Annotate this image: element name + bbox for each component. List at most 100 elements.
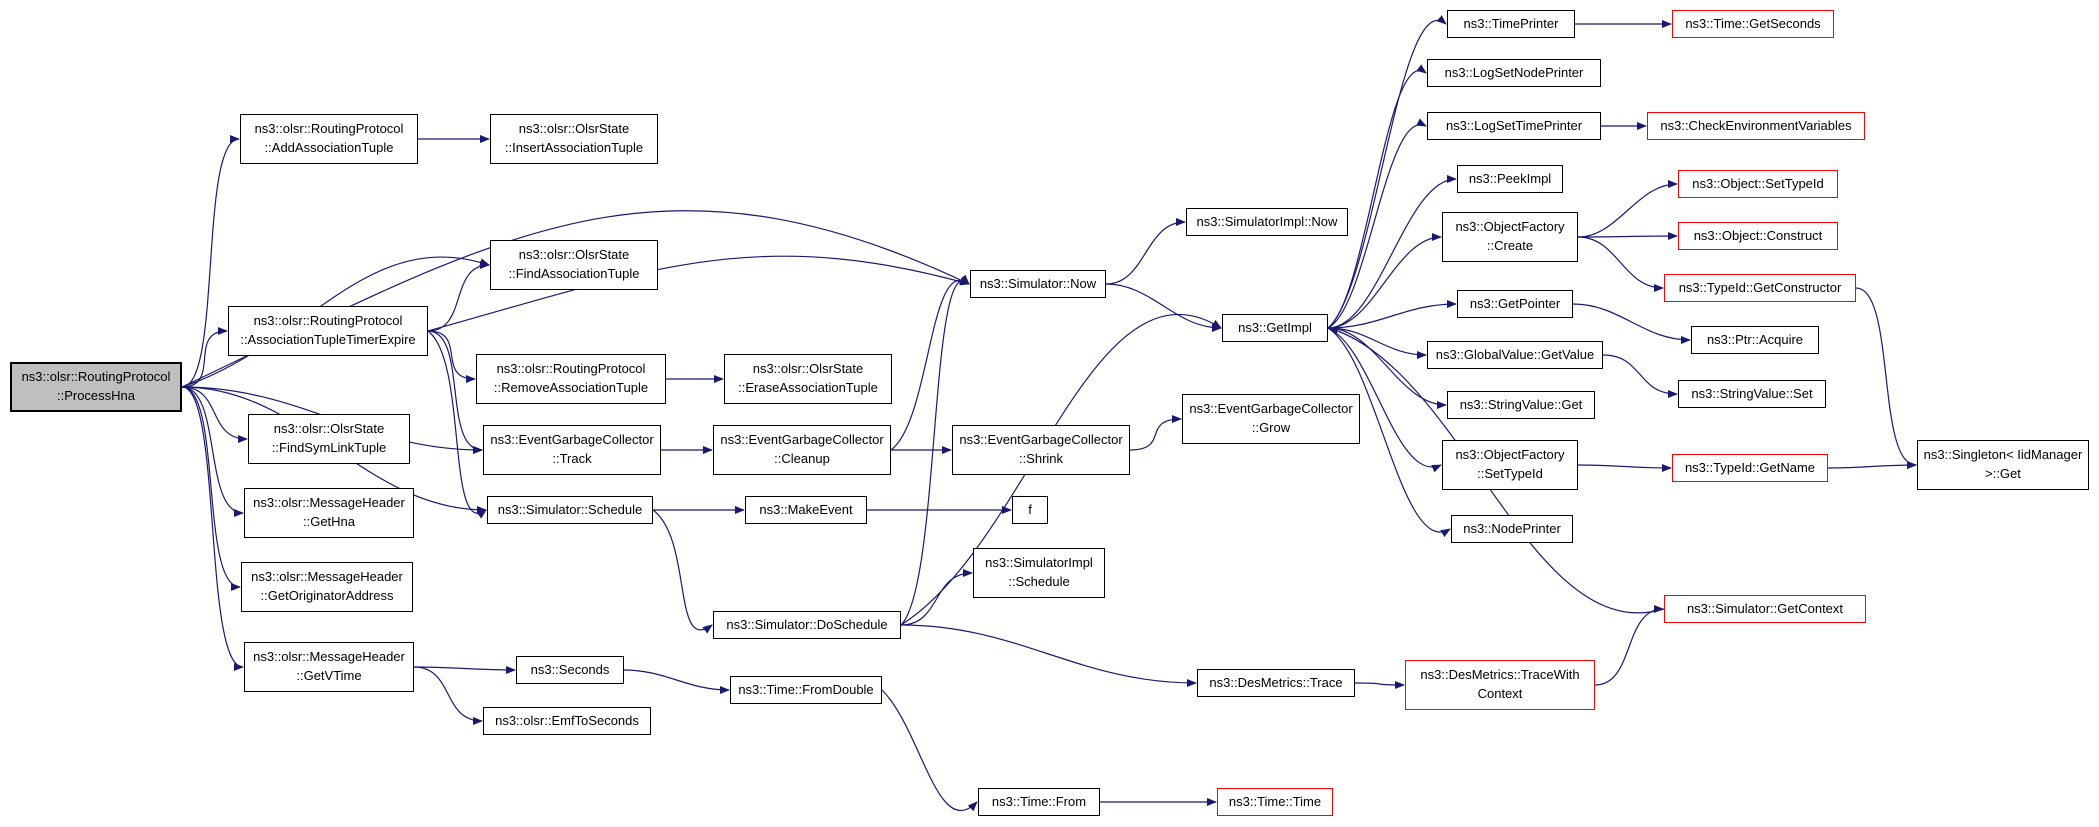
- graph-node-label: ns3::ObjectFactory: [1455, 447, 1565, 463]
- graph-node-label: ::SetTypeId: [1477, 466, 1543, 481]
- graph-node-label: ns3::Simulator::GetContext: [1686, 600, 1844, 616]
- graph-node-f[interactable]: f: [1012, 496, 1048, 524]
- graph-node-egcTrack[interactable]: ns3::EventGarbageCollector::Track: [483, 425, 661, 475]
- graph-node-label: ns3::ObjectFactory: [1455, 219, 1565, 235]
- graph-node-objectConstruct[interactable]: ns3::Object::Construct: [1678, 222, 1838, 250]
- call-edge-getImpl-to-stringValueGet: [1327, 327, 1447, 409]
- call-edge-typeIdGetConstructor-to-singletonGet: [1855, 287, 1917, 469]
- graph-node-timeGetSeconds[interactable]: ns3::Time::GetSeconds: [1672, 10, 1834, 38]
- graph-node-logSetTimePrinter[interactable]: ns3::LogSetTimePrinter: [1427, 112, 1601, 140]
- graph-node-egcShrink[interactable]: ns3::EventGarbageCollector::Shrink: [952, 425, 1130, 475]
- graph-node-getImpl[interactable]: ns3::GetImpl: [1222, 314, 1328, 342]
- graph-node-emfToSeconds[interactable]: ns3::olsr::EmfToSeconds: [483, 707, 651, 735]
- graph-node-ptrAcquire[interactable]: ns3::Ptr::Acquire: [1691, 326, 1819, 354]
- graph-node-label: ns3::olsr::MessageHeader: [253, 649, 405, 665]
- graph-node-typeIdGetName[interactable]: ns3::TypeId::GetName: [1672, 454, 1828, 482]
- graph-node-objectSetTypeId[interactable]: ns3::Object::SetTypeId: [1678, 170, 1838, 198]
- graph-node-stringValueSet[interactable]: ns3::StringValue::Set: [1678, 380, 1826, 408]
- graph-node-timeFromDouble[interactable]: ns3::Time::FromDouble: [730, 676, 882, 704]
- call-edge-processHna-to-getHna: [181, 386, 244, 517]
- graph-node-desTrace[interactable]: ns3::DesMetrics::Trace: [1197, 669, 1355, 697]
- graph-node-getVTime[interactable]: ns3::olsr::MessageHeader::GetVTime: [244, 642, 414, 692]
- graph-node-label: ns3::TimePrinter: [1463, 15, 1559, 31]
- graph-node-findAssociationTuple[interactable]: ns3::olsr::OlsrState::FindAssociationTup…: [490, 240, 658, 290]
- call-edge-doSchedule-to-simulatorImplSchedule: [900, 569, 973, 626]
- graph-node-simulatorImplNow[interactable]: ns3::SimulatorImpl::Now: [1186, 208, 1348, 236]
- call-edge-doSchedule-to-simNow: [900, 274, 970, 626]
- graph-node-label: ::Create: [1486, 238, 1534, 253]
- call-edge-doSchedule-to-getImpl: [900, 313, 1222, 626]
- graph-node-logSetNodePrinter[interactable]: ns3::LogSetNodePrinter: [1427, 59, 1601, 87]
- graph-node-label: ns3::olsr::RoutingProtocol: [496, 361, 646, 377]
- graph-node-peekImpl[interactable]: ns3::PeekImpl: [1457, 165, 1563, 193]
- graph-node-objectFactorySetTypeId[interactable]: ns3::ObjectFactory::SetTypeId: [1442, 440, 1578, 490]
- graph-node-label: Context: [1477, 686, 1523, 701]
- graph-node-seconds[interactable]: ns3::Seconds: [516, 656, 624, 684]
- graph-node-getContext[interactable]: ns3::Simulator::GetContext: [1664, 595, 1866, 623]
- graph-node-singletonGet[interactable]: ns3::Singleton< IidManager>::Get: [1917, 440, 2089, 490]
- call-edge-processHna-to-addAssociationTuple: [181, 135, 240, 388]
- graph-node-findSymLinkTuple[interactable]: ns3::olsr::OlsrState::FindSymLinkTuple: [248, 414, 410, 464]
- graph-node-label: ::Shrink: [1018, 451, 1064, 466]
- graph-node-objectFactoryCreate[interactable]: ns3::ObjectFactory::Create: [1442, 212, 1578, 262]
- graph-node-checkEnvironmentVariables[interactable]: ns3::CheckEnvironmentVariables: [1647, 112, 1865, 140]
- call-edge-simSchedule-to-doSchedule: [652, 509, 713, 634]
- graph-node-label: ns3::olsr::EmfToSeconds: [495, 712, 639, 728]
- graph-node-nodePrinter[interactable]: ns3::NodePrinter: [1451, 515, 1573, 543]
- graph-node-label: ::InsertAssociationTuple: [504, 140, 644, 155]
- graph-node-egcGrow[interactable]: ns3::EventGarbageCollector::Grow: [1182, 394, 1360, 444]
- graph-node-label: ns3::olsr::OlsrState: [752, 361, 864, 377]
- graph-node-label: ::Grow: [1251, 420, 1291, 435]
- graph-node-simNow[interactable]: ns3::Simulator::Now: [970, 270, 1106, 298]
- call-edge-objectFactoryCreate-to-typeIdGetConstructor: [1577, 236, 1664, 292]
- call-edge-associationTupleTimerExpire-to-removeAssociationTuple: [427, 330, 476, 383]
- graph-node-egcCleanup[interactable]: ns3::EventGarbageCollector::Cleanup: [713, 425, 891, 475]
- graph-node-associationTupleTimerExpire[interactable]: ns3::olsr::RoutingProtocol::AssociationT…: [228, 306, 428, 356]
- graph-node-label: ns3::Ptr::Acquire: [1706, 331, 1804, 347]
- graph-node-addAssociationTuple[interactable]: ns3::olsr::RoutingProtocol::AddAssociati…: [240, 114, 418, 164]
- graph-node-getHna[interactable]: ns3::olsr::MessageHeader::GetHna: [244, 488, 414, 538]
- graph-node-makeEvent[interactable]: ns3::MakeEvent: [745, 496, 867, 524]
- call-edge-associationTupleTimerExpire-to-egcTrack: [427, 330, 483, 454]
- graph-node-label: ns3::TypeId::GetName: [1684, 459, 1816, 475]
- graph-node-doSchedule[interactable]: ns3::Simulator::DoSchedule: [713, 611, 901, 639]
- graph-node-globalValueGetValue[interactable]: ns3::GlobalValue::GetValue: [1427, 341, 1603, 369]
- graph-node-insertAssociationTuple[interactable]: ns3::olsr::OlsrState::InsertAssociationT…: [490, 114, 658, 164]
- graph-node-simulatorImplSchedule[interactable]: ns3::SimulatorImpl::Schedule: [973, 548, 1105, 598]
- graph-node-getPointer[interactable]: ns3::GetPointer: [1457, 290, 1573, 318]
- graph-node-label: ns3::EventGarbageCollector: [959, 432, 1123, 448]
- call-edge-processHna-to-associationTupleTimerExpire: [181, 327, 228, 388]
- graph-node-timeTime[interactable]: ns3::Time::Time: [1217, 788, 1333, 816]
- graph-node-label: ns3::PeekImpl: [1468, 170, 1552, 186]
- graph-node-simSchedule[interactable]: ns3::Simulator::Schedule: [487, 496, 653, 524]
- graph-node-label: ::Cleanup: [774, 451, 830, 466]
- graph-node-label: ns3::DesMetrics::TraceWith: [1420, 667, 1580, 683]
- graph-node-label: ns3::Simulator::Now: [979, 275, 1097, 291]
- graph-node-eraseAssociationTuple[interactable]: ns3::olsr::OlsrState::EraseAssociationTu…: [724, 354, 892, 404]
- call-edge-processHna-to-getVTime: [181, 386, 244, 671]
- call-edge-getContext-to-getImpl: [1328, 326, 1665, 614]
- graph-node-typeIdGetConstructor[interactable]: ns3::TypeId::GetConstructor: [1664, 274, 1856, 302]
- graph-node-label: ns3::olsr::OlsrState: [273, 421, 385, 437]
- call-edge-getVTime-to-emfToSeconds: [413, 666, 483, 725]
- graph-node-label: ns3::StringValue::Set: [1691, 385, 1813, 401]
- graph-node-label: ns3::NodePrinter: [1463, 520, 1561, 536]
- graph-node-label: ns3::olsr::MessageHeader: [251, 569, 403, 585]
- graph-node-removeAssociationTuple[interactable]: ns3::olsr::RoutingProtocol::RemoveAssoci…: [476, 354, 666, 404]
- graph-node-stringValueGet[interactable]: ns3::StringValue::Get: [1447, 391, 1595, 419]
- graph-node-timePrinter[interactable]: ns3::TimePrinter: [1447, 10, 1575, 38]
- call-edge-egcCleanup-to-simNow: [890, 275, 970, 451]
- graph-node-label: ns3::GlobalValue::GetValue: [1435, 346, 1595, 362]
- graph-node-label: ns3::Time::FromDouble: [738, 681, 874, 697]
- graph-node-getOriginatorAddress[interactable]: ns3::olsr::MessageHeader::GetOriginatorA…: [241, 562, 413, 612]
- graph-node-processHna[interactable]: ns3::olsr::RoutingProtocol::ProcessHna: [10, 362, 182, 412]
- graph-node-label: ns3::Object::SetTypeId: [1692, 175, 1824, 191]
- graph-node-timeFrom[interactable]: ns3::Time::From: [978, 788, 1100, 816]
- graph-node-label: ns3::EventGarbageCollector: [490, 432, 654, 448]
- call-edge-typeIdGetName-to-singletonGet: [1827, 461, 1917, 470]
- call-edge-simNow-to-getImpl: [1105, 283, 1222, 332]
